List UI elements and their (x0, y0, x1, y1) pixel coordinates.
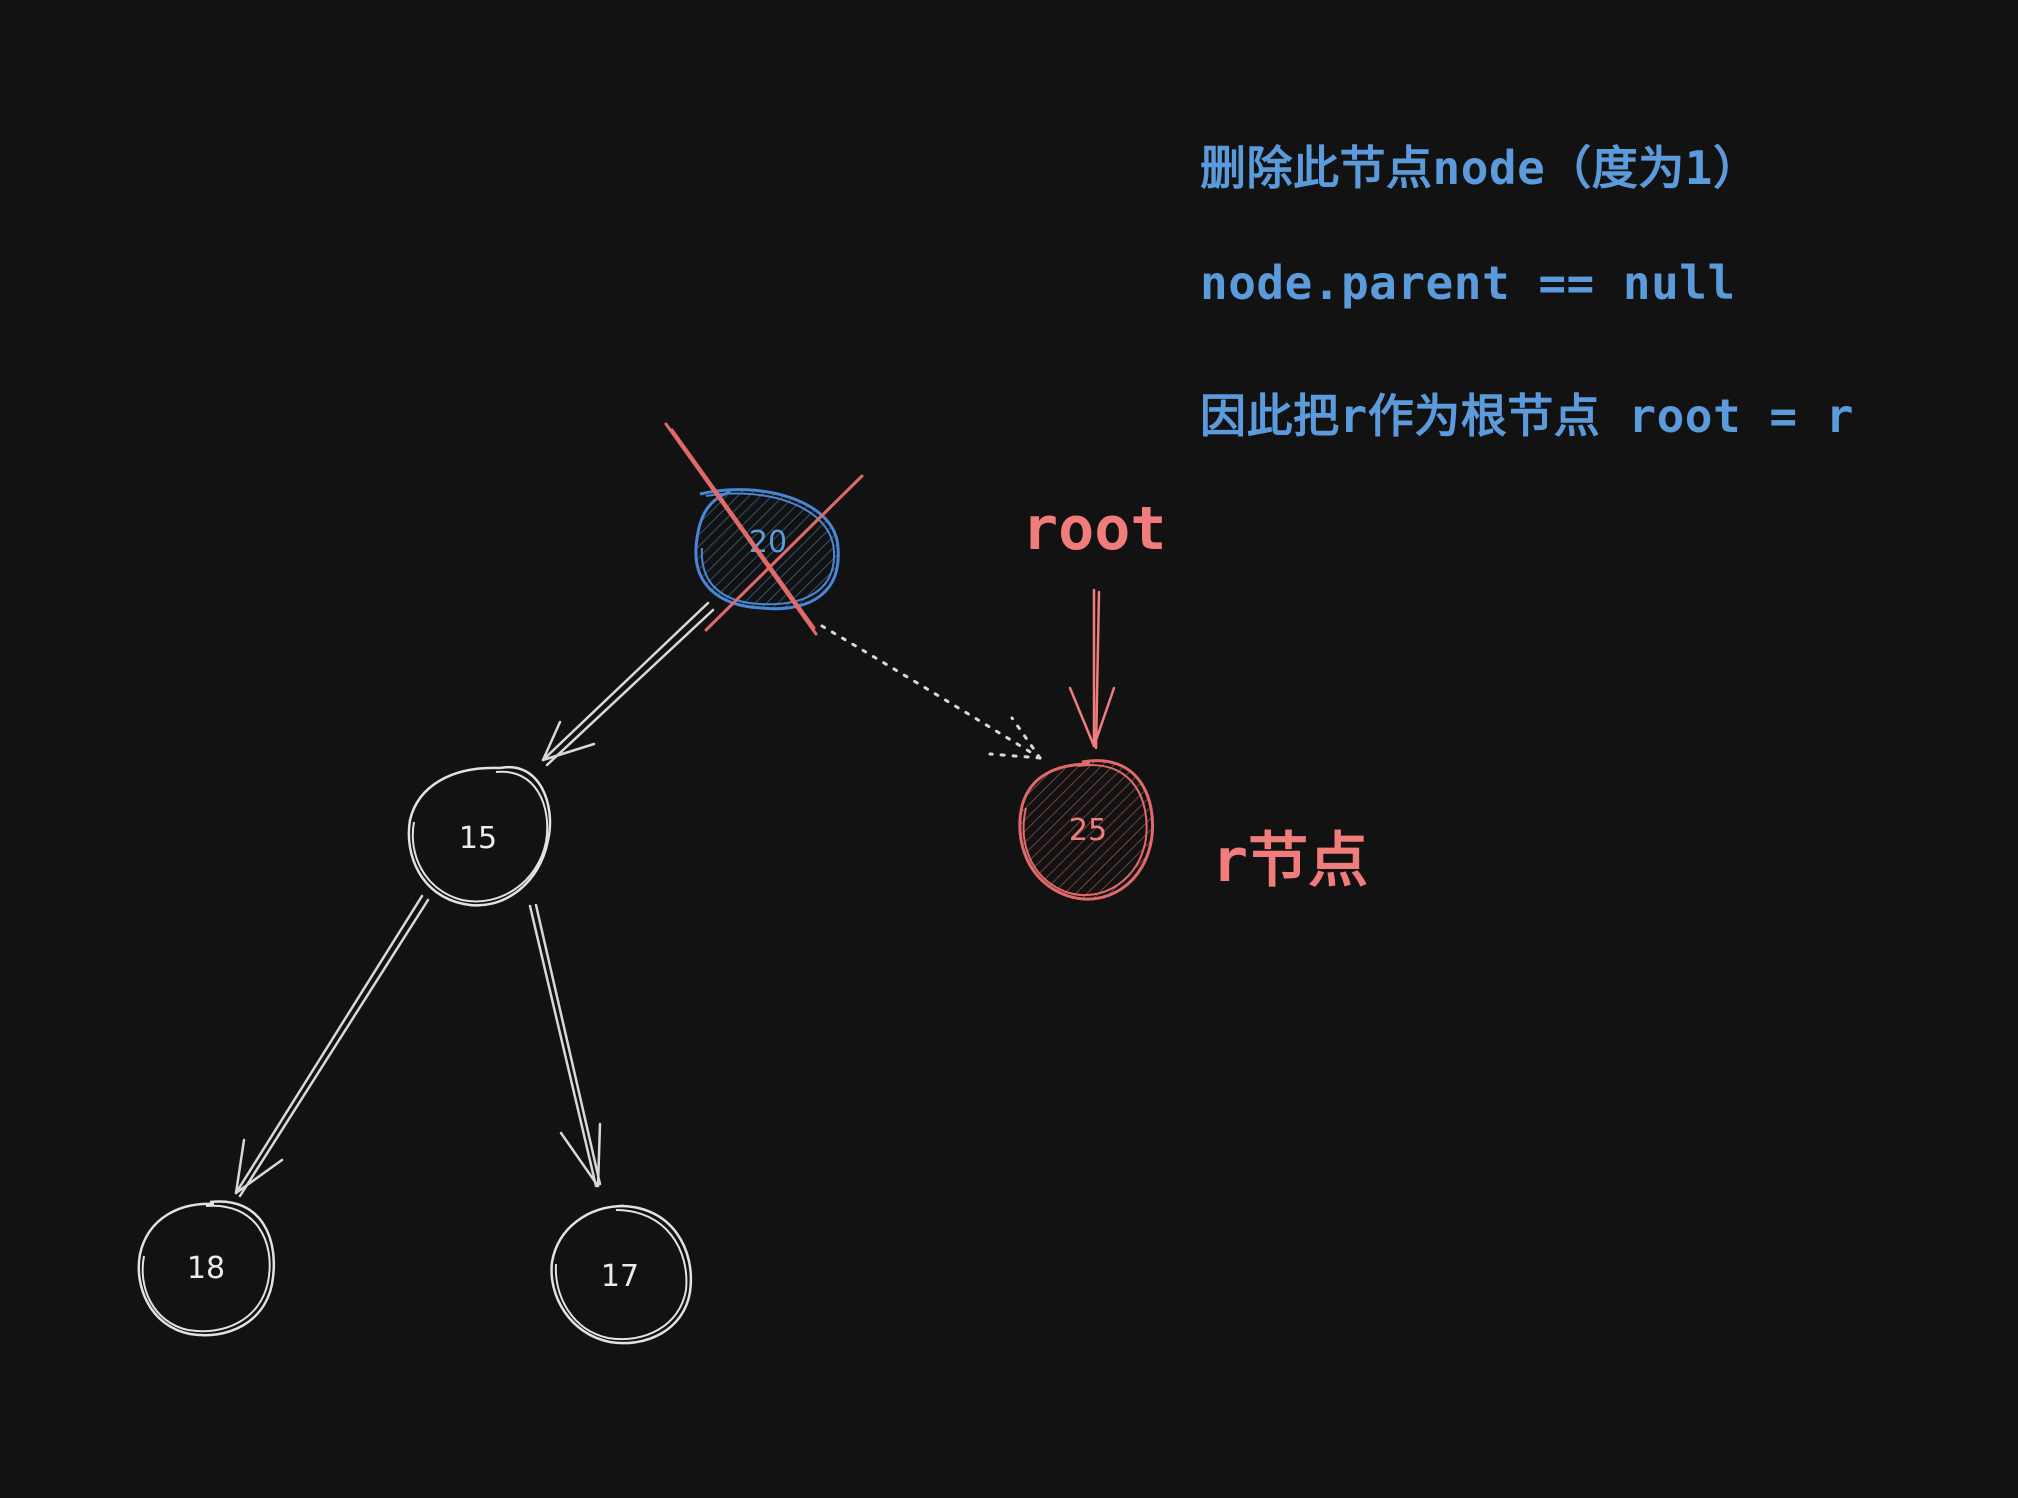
edge-20-to-15 (541, 601, 715, 767)
edge-15-to-17 (528, 903, 602, 1188)
node-15: 15 (407, 765, 552, 907)
note-set-root: 因此把r作为根节点 root = r (1200, 389, 1854, 443)
note-delete-node: 删除此节点node（度为1） (1200, 141, 1760, 195)
node-15-label: 15 (459, 821, 497, 856)
node-20-deleted: 20 (694, 488, 840, 611)
node-18-label: 18 (187, 1251, 225, 1286)
node-18: 18 (137, 1200, 276, 1337)
note-parent-null: node.parent == null (1200, 256, 1736, 310)
delete-cross-mark (664, 422, 864, 636)
node-25-r: 25 (1018, 759, 1155, 901)
node-25-label: 25 (1069, 813, 1107, 848)
dotted-edge-20-to-25 (820, 624, 1042, 760)
r-node-label: r节点 (1212, 826, 1369, 896)
root-arrow (1068, 588, 1116, 750)
node-17-label: 17 (601, 1259, 639, 1294)
edge-15-to-18 (234, 894, 430, 1198)
node-17: 17 (550, 1204, 693, 1345)
root-label: root (1022, 494, 1167, 564)
